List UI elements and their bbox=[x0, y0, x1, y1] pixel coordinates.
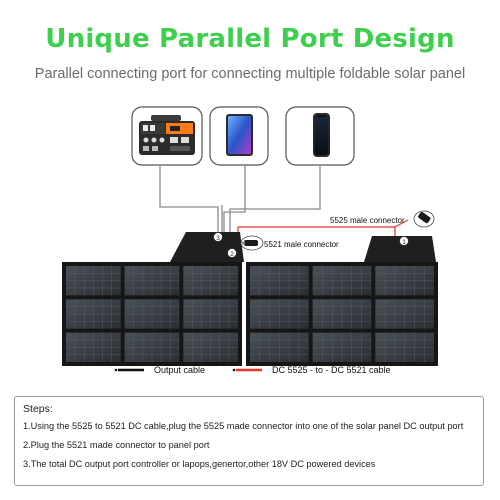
step-item: 1.Using the 5525 to 5521 DC cable,plug t… bbox=[23, 421, 464, 431]
dc-cable-branch bbox=[394, 219, 409, 228]
page-title: Unique Parallel Port Design bbox=[45, 24, 455, 54]
connector-5521-icon bbox=[240, 235, 264, 251]
device-box-power-station bbox=[131, 106, 203, 166]
marker-3: 3 bbox=[213, 232, 223, 242]
power-station-icon bbox=[139, 115, 195, 155]
steps-box: Steps: 1.Using the 5525 to 5521 DC cable… bbox=[14, 396, 484, 486]
phone-icon bbox=[313, 113, 330, 157]
tablet-icon bbox=[226, 114, 253, 156]
output-cables bbox=[159, 165, 321, 232]
solar-panel-right bbox=[246, 236, 438, 366]
label-5521-male-connector: 5521 male connector bbox=[264, 240, 339, 249]
device-box-phone bbox=[285, 106, 355, 166]
svg-text:1: 1 bbox=[402, 239, 406, 246]
svg-text:2: 2 bbox=[230, 251, 234, 258]
page-subtitle: Parallel connecting port for connecting … bbox=[34, 66, 466, 82]
step-item: 2.Plug the 5521 made connector to panel … bbox=[23, 440, 210, 450]
svg-text:Output cable: Output cable bbox=[154, 365, 205, 375]
svg-text:DC 5525 - to - DC 5521 cable: DC 5525 - to - DC 5521 cable bbox=[272, 365, 391, 375]
step-item: 3.The total DC output port controller or… bbox=[23, 459, 376, 469]
marker-1: 1 bbox=[399, 236, 409, 246]
marker-2: 2 bbox=[227, 248, 237, 258]
solar-panel-left bbox=[62, 232, 244, 366]
svg-text:3: 3 bbox=[216, 235, 220, 242]
connector-5525-icon bbox=[413, 210, 435, 228]
label-5525-male-connector: 5525 male connector bbox=[330, 216, 405, 225]
steps-title: Steps: bbox=[23, 403, 53, 415]
legend-dc-cable: DC 5525 - to - DC 5521 cable bbox=[232, 365, 391, 375]
legend-output-cable: Output cable bbox=[114, 365, 205, 375]
device-box-tablet bbox=[209, 106, 269, 166]
